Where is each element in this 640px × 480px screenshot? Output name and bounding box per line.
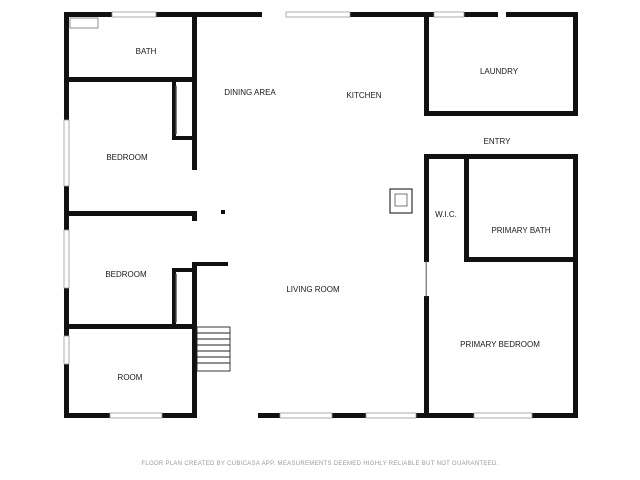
wall-left-2 — [64, 186, 69, 230]
room-label-laundry: LAUNDRY — [480, 67, 519, 76]
wall-left-1 — [64, 12, 69, 120]
wall-laundry-bottom — [424, 111, 578, 116]
wall-bottom-3 — [258, 413, 280, 418]
closet-door-line-2 — [175, 273, 177, 323]
fixtures — [196, 188, 413, 372]
wall-bottom-5 — [416, 413, 474, 418]
wall-spine-stub — [192, 262, 228, 266]
window-left-bedroom-2 — [63, 229, 70, 289]
wall-primary-bath-bottom — [464, 257, 578, 262]
column-marker — [221, 210, 225, 214]
room-label-primary-bath: PRIMARY BATH — [491, 226, 550, 235]
room-label-wic: W.I.C. — [435, 210, 457, 219]
window-top-bath — [111, 11, 157, 18]
wall-laundry-left — [424, 12, 429, 116]
wall-left-wing-spine-3 — [192, 262, 197, 418]
interior-walls-right — [424, 12, 578, 418]
window-top-laundry — [433, 11, 465, 18]
fireplace-icon — [389, 188, 413, 214]
room-label-room: ROOM — [118, 373, 143, 382]
wall-wic-left — [424, 154, 429, 262]
interior-walls-left — [64, 12, 228, 418]
exterior-walls — [64, 12, 578, 418]
wall-closet-1-side — [172, 82, 176, 138]
stairs-icon — [196, 326, 231, 372]
window-bottom-primary — [473, 412, 533, 419]
wall-bath-bottom — [64, 77, 196, 82]
wall-left-3 — [64, 288, 69, 336]
room-label-living-room: LIVING ROOM — [286, 285, 340, 294]
wall-bottom-6 — [532, 413, 578, 418]
wall-top-1 — [64, 12, 112, 17]
room-label-primary-bedroom: PRIMARY BEDROOM — [460, 340, 540, 349]
footer-disclaimer: FLOOR PLAN CREATED BY CUBICASA APP. MEAS… — [141, 461, 498, 467]
wall-top-4 — [464, 12, 498, 17]
wall-bottom-2 — [162, 413, 196, 418]
door-opening-primary — [425, 261, 427, 297]
window-left-bedroom-1 — [63, 119, 70, 187]
window-bottom-living-1 — [279, 412, 333, 419]
room-labels: BATH DINING AREA KITCHEN LAUNDRY ENTRY B… — [105, 47, 550, 382]
wall-entry-bottom — [424, 154, 578, 159]
window-left-room — [63, 335, 70, 365]
closet-door-line-1 — [175, 85, 177, 135]
wall-right-1 — [573, 12, 578, 116]
wall-right-2 — [573, 154, 578, 418]
wall-bottom-1 — [64, 413, 110, 418]
wall-wic-right — [464, 154, 469, 262]
wall-bottom-4 — [332, 413, 366, 418]
wall-top-5 — [506, 12, 578, 17]
wall-bedroom-1-bottom — [64, 211, 196, 216]
wall-closet-2-top — [172, 268, 196, 272]
room-label-bath: BATH — [136, 47, 157, 56]
wall-left-4 — [64, 364, 69, 418]
wall-left-wing-spine-2 — [192, 211, 197, 221]
fireplace-inner — [394, 193, 408, 207]
room-label-bedroom-1: BEDROOM — [106, 153, 148, 162]
window-top-kitchen — [285, 11, 351, 18]
room-label-bedroom-2: BEDROOM — [105, 270, 147, 279]
wall-primary-bedroom-left — [424, 296, 429, 418]
windows — [63, 11, 533, 419]
wall-top-2 — [156, 12, 262, 17]
window-bottom-room — [109, 412, 163, 419]
wall-top-3 — [350, 12, 434, 17]
window-bottom-living-2 — [365, 412, 417, 419]
wall-bedroom-2-bottom — [64, 324, 196, 329]
wall-closet-2-side — [172, 268, 176, 326]
door-frame-bath — [69, 17, 99, 29]
wall-left-wing-spine-1 — [192, 12, 197, 170]
room-label-entry: ENTRY — [484, 137, 512, 146]
room-label-dining-area: DINING AREA — [224, 88, 276, 97]
room-label-kitchen: KITCHEN — [346, 91, 381, 100]
wall-closet-1-bottom — [172, 136, 196, 140]
